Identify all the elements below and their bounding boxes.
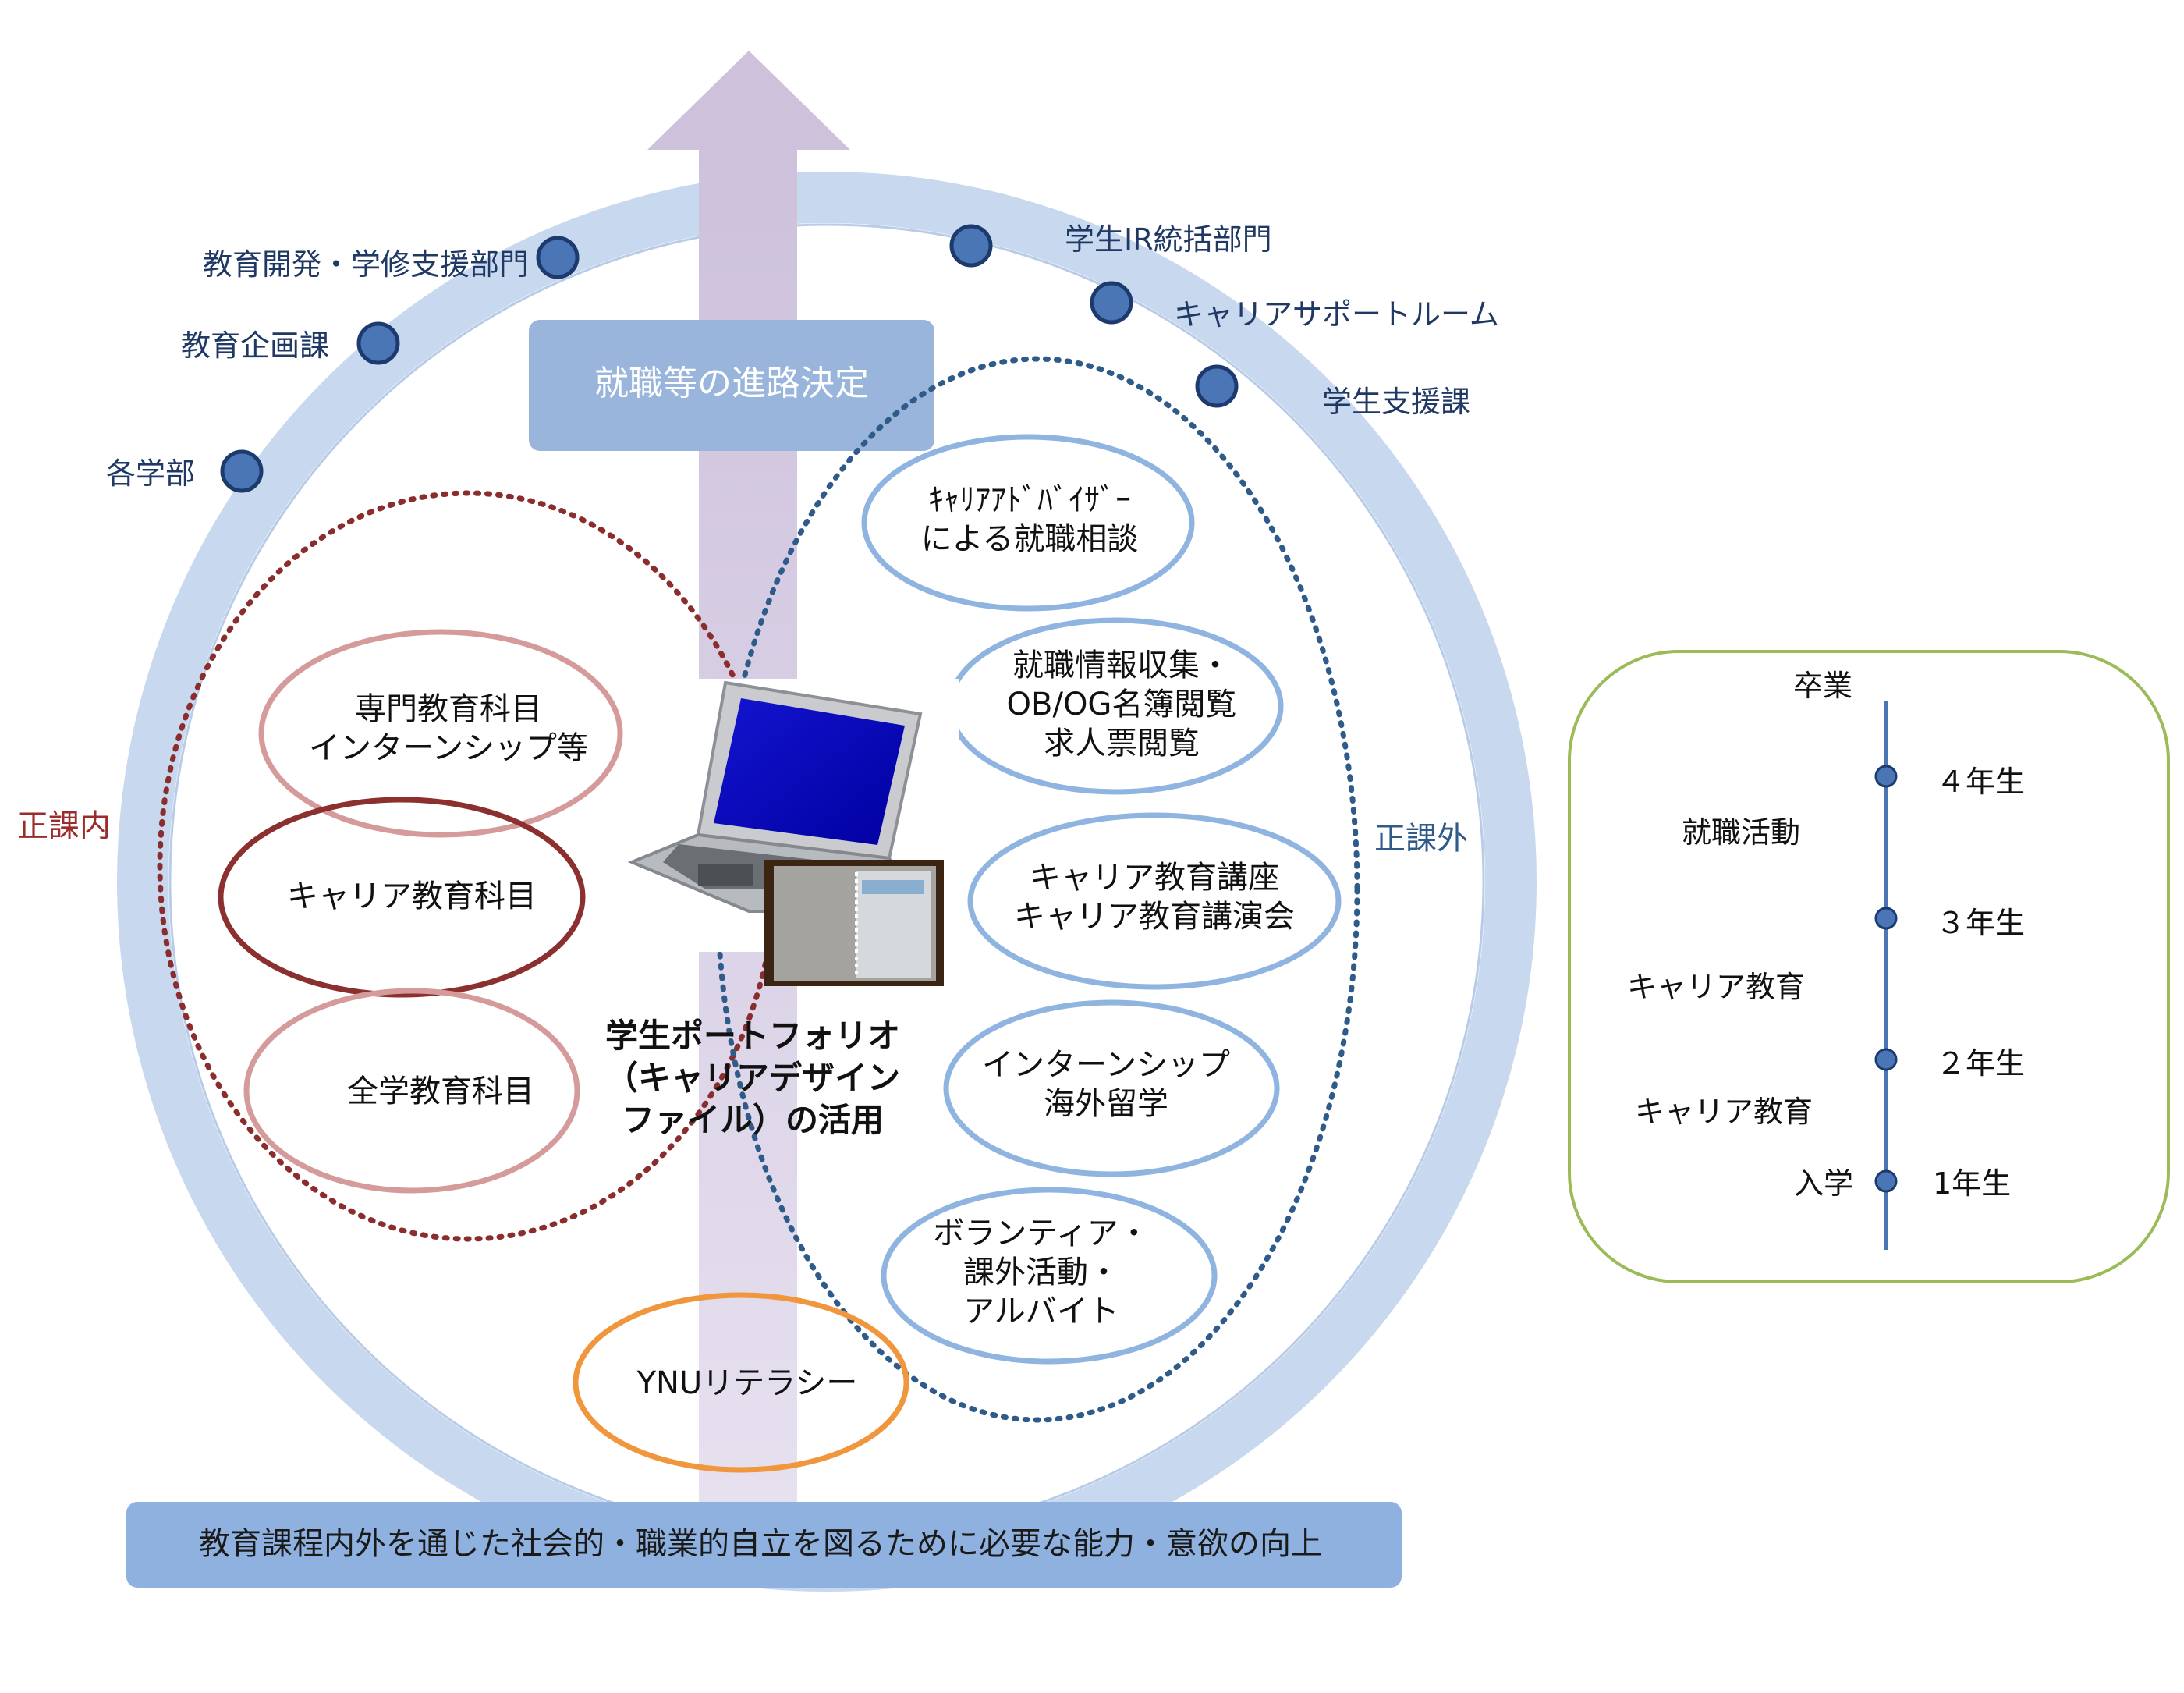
dept-node-kyoiku-kaihatsu <box>536 236 580 279</box>
timeline-activity-2: キャリア教育 <box>1627 970 1805 1004</box>
dept-node-gakusei-shien <box>1195 364 1239 408</box>
timeline-node-year-2 <box>1874 1048 1898 1071</box>
curricular-label: 正課内 <box>17 808 111 844</box>
ynu-literacy-ellipse <box>573 1292 909 1473</box>
portfolio-line-2: （キャリアデザイン <box>605 1059 900 1097</box>
dept-node-career-support <box>1090 281 1133 325</box>
decision-box-label: 就職等の進路決定 <box>594 364 869 403</box>
bottom-bar <box>126 1502 1402 1588</box>
extracurricular-label: 正課外 <box>1374 821 1468 857</box>
right-item-volunteer-line-2: 課外活動・ <box>963 1255 1119 1290</box>
portfolio-line-3: ファイル）の活用 <box>622 1101 884 1139</box>
right-item-volunteer-line-3: アルバイト <box>963 1294 1119 1329</box>
dept-label-gakusei-shien: 学生支援課 <box>1322 385 1470 419</box>
timeline-year-4: ４年生 <box>1936 765 2025 799</box>
dept-label-kakugakubu: 各学部 <box>106 456 195 491</box>
dept-node-kakugakubu <box>220 449 264 493</box>
timeline-year-2: ２年生 <box>1936 1046 2025 1081</box>
timeline-top-label: 卒業 <box>1793 669 1852 703</box>
right-item-koza-ellipse <box>967 812 1342 990</box>
left-item-senmon-line-1: 専門教育科目 <box>355 691 542 727</box>
timeline-year-3: ３年生 <box>1936 906 2025 940</box>
timeline-node-year-3 <box>1874 907 1898 930</box>
right-item-joho-line-2: OB/OG名簿閲覧 <box>1007 687 1237 722</box>
right-item-intern-line-1: インターンシップ <box>982 1047 1230 1083</box>
dept-label-gakusei-ir: 学生IR統括部門 <box>1065 222 1272 257</box>
timeline-activity-3: キャリア教育 <box>1635 1095 1813 1129</box>
timeline-activity-4: 入学 <box>1794 1166 1853 1201</box>
right-item-intern-line-2: 海外留学 <box>1044 1086 1168 1122</box>
left-item-zengaku-ellipse <box>243 988 580 1194</box>
decision-box <box>529 320 934 451</box>
dept-label-career-support: キャリアサポートルーム <box>1174 297 1499 332</box>
left-item-senmon-line-2: インターンシップ等 <box>309 730 588 766</box>
right-item-advisor-ellipse <box>861 434 1195 612</box>
right-item-joho-line-1: 就職情報収集・ <box>1012 648 1231 683</box>
portfolio-line-1: 学生ポートフォリオ <box>605 1017 900 1055</box>
left-item-senmon-ellipse <box>258 629 623 838</box>
left-item-career-line-1: キャリア教育科目 <box>287 878 537 914</box>
right-item-advisor-line-2: による就職相談 <box>921 521 1139 557</box>
left-item-career-ellipse <box>218 797 586 998</box>
dept-label-kyoiku-kikaku: 教育企画課 <box>181 328 329 363</box>
right-item-joho-line-3: 求人票閲覧 <box>1044 726 1200 761</box>
right-item-volunteer-line-1: ボランティア・ <box>933 1216 1150 1251</box>
timeline-node-year-4 <box>1874 765 1898 788</box>
dept-label-kyoiku-kaihatsu: 教育開発・学修支援部門 <box>203 247 529 282</box>
right-item-koza-line-2: キャリア教育講演会 <box>1014 899 1295 935</box>
dept-node-kyoiku-kikaku <box>356 321 400 365</box>
right-item-koza-line-1: キャリア教育講座 <box>1030 860 1279 896</box>
bottom-bar-label: 教育課程内外を通じた社会的・職業的自立を図るために必要な能力・意欲の向上 <box>199 1526 1322 1562</box>
timeline-year-1: 1年生 <box>1933 1166 2011 1201</box>
timeline-node-year-1 <box>1874 1169 1898 1193</box>
right-item-volunteer-ellipse <box>881 1187 1218 1365</box>
timeline-activity-1: 就職活動 <box>1682 815 1800 850</box>
right-item-advisor-line-1: ｷｬﾘｱｱﾄﾞﾊﾞｲｻﾞｰ <box>928 482 1131 518</box>
ynu-literacy-label: YNUリテラシー <box>636 1365 858 1401</box>
dept-node-gakusei-ir <box>949 224 993 268</box>
timeline-panel <box>1568 650 2170 1283</box>
left-item-zengaku-line-1: 全学教育科目 <box>347 1074 534 1109</box>
career-design-file-photo <box>764 860 944 986</box>
right-item-intern-ellipse <box>943 999 1280 1177</box>
